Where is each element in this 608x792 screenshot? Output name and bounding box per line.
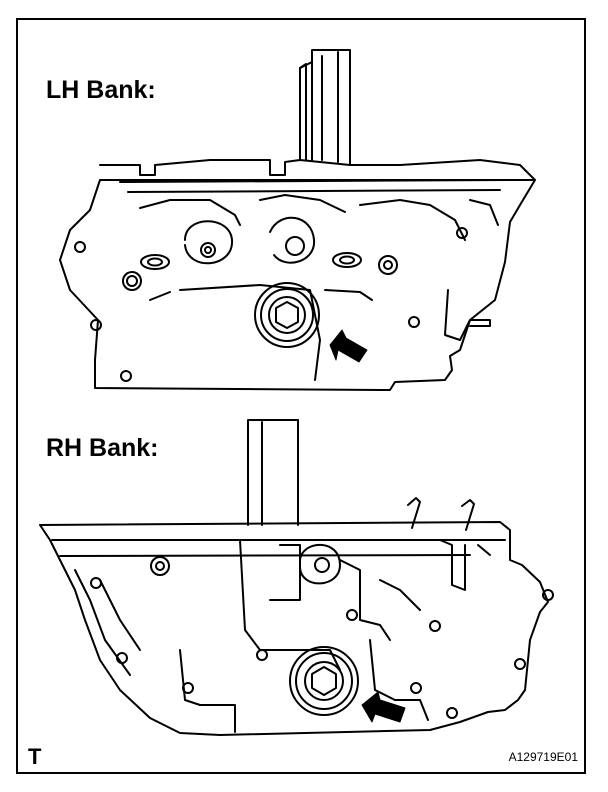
corner-mark: T	[28, 744, 42, 769]
rh-cylinder-head	[39, 419, 554, 736]
figure-frame	[16, 18, 586, 774]
rh-bank-label: RH Bank:	[46, 434, 159, 462]
lh-bank-label: LH Bank:	[46, 76, 156, 104]
lh-cylinder-head	[59, 49, 536, 391]
rh-arrow-icon	[361, 691, 406, 723]
figure-id: A129719E01	[508, 750, 578, 764]
lh-arrow-icon	[329, 329, 368, 363]
